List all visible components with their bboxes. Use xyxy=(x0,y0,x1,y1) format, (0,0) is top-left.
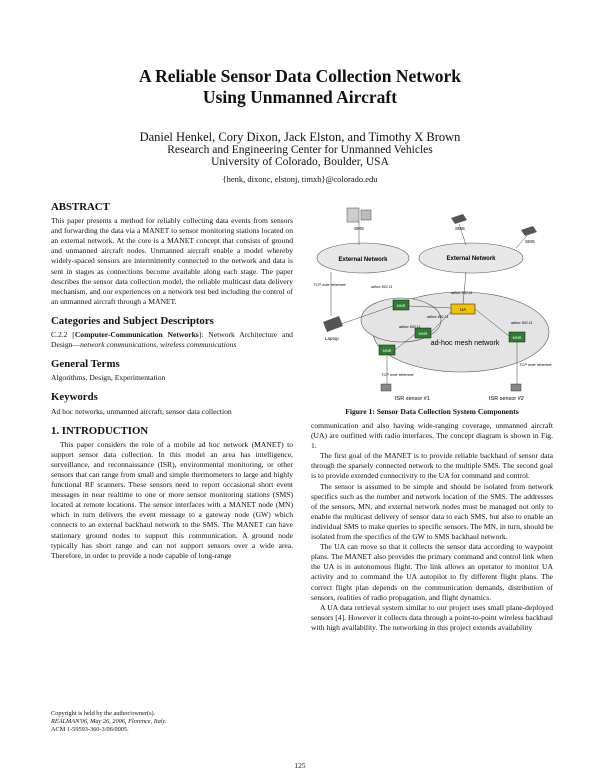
paper-title: A Reliable Sensor Data Collection Networ… xyxy=(0,66,600,108)
general-terms-heading: General Terms xyxy=(51,358,120,371)
right-paragraph-2: The first goal of the MANET is to provid… xyxy=(311,451,553,481)
copyright-footnote: Copyright is held by the author/owner(s)… xyxy=(51,710,293,734)
link-label-4: adhoc 802.11 xyxy=(451,291,473,295)
sms-label-right: SMS xyxy=(455,226,465,231)
right-paragraph-1: communication and also having wide-rangi… xyxy=(311,421,553,451)
mnr-box-2: MNR xyxy=(414,327,432,339)
author-names: Daniel Henkel, Cory Dixon, Jack Elston, … xyxy=(139,130,461,144)
categories-heading: Categories and Subject Descriptors xyxy=(51,314,214,327)
right-paragraph-4: The UA can move so that it collects the … xyxy=(311,542,553,602)
keywords-text: Ad hoc networks, unmanned aircraft, sens… xyxy=(51,406,232,416)
mnr-label-4: MNR xyxy=(513,336,522,340)
network-links xyxy=(330,271,518,385)
sms-laptop-right: SMS xyxy=(451,214,467,231)
system-diagram-figure: External Network External Network ad-hoc… xyxy=(313,207,552,402)
isr-sensor-2: ISR sensor #2 xyxy=(489,383,524,402)
ccs-italic: network communications, wireless communi… xyxy=(80,340,237,350)
adhoc-mesh-label: ad-hoc mesh network xyxy=(431,338,500,347)
footnote-line-1: Copyright is held by the author/owner(s)… xyxy=(51,710,156,717)
footnote-line-3: ACM 1-59593-360-3/06/0005. xyxy=(51,726,129,733)
ccs-code: C.2.2 [ xyxy=(51,330,75,340)
figure-caption: Figure 1: Sensor Data Collection System … xyxy=(345,407,519,416)
right-column: communication and also having wide-rangi… xyxy=(311,421,553,633)
external-network-left: External Network xyxy=(316,242,410,274)
isr-sensor-1: ISR sensor #1 xyxy=(380,383,430,402)
external-network-left-label: External Network xyxy=(338,257,388,263)
left-column: ABSTRACT This paper presents a method fo… xyxy=(51,202,293,561)
tcp-label-bottom: TCP over ethernet xyxy=(381,372,414,377)
general-terms-text: Algorithms, Design, Experimentation xyxy=(51,373,166,383)
affiliation-line-2: University of Colorado, Boulder, USA xyxy=(211,156,389,168)
right-paragraph-5: A UA data retrieval system similar to ou… xyxy=(311,602,553,632)
author-emails: {henk, dixonc, elstonj, timxb}@colorado.… xyxy=(222,173,378,184)
mnr-label-2: MNR xyxy=(419,332,428,336)
link-label-3: adhoc 802.11 xyxy=(427,315,449,319)
mnr-label-3: MNR xyxy=(397,304,406,308)
ua-node: UA xyxy=(450,303,476,315)
external-network-right-label: External Network xyxy=(446,256,496,262)
sms-label-far-right: SMS xyxy=(525,239,535,244)
laptop-label: Laptop xyxy=(325,336,339,341)
keywords-heading: Keywords xyxy=(51,391,98,404)
ccs-mid: ]: Network Architecture and Design— xyxy=(51,330,293,350)
abstract-text: This paper presents a method for reliabl… xyxy=(51,216,293,306)
link-label-5: adhoc 802.11 xyxy=(511,321,533,325)
abstract-heading: ABSTRACT xyxy=(51,201,110,213)
link-label-2: adhoc 802.11 xyxy=(399,325,421,329)
ccs-bold: Computer-Communication Networks xyxy=(74,330,199,340)
page-number: 125 xyxy=(294,761,306,770)
isr-sensor-1-label: ISR sensor #1 xyxy=(395,396,430,402)
isr-sensor-2-label: ISR sensor #2 xyxy=(489,396,524,402)
affiliation-line-1: Research and Engineering Center for Unma… xyxy=(167,143,433,156)
mnr-box-4: MNR xyxy=(508,331,526,343)
title-line-1: A Reliable Sensor Data Collection Networ… xyxy=(139,66,461,86)
introduction-heading: 1. INTRODUCTION xyxy=(51,424,149,437)
title-line-2: Using Unmanned Aircraft xyxy=(202,87,398,107)
mnr-box-3: MNR xyxy=(392,299,410,311)
ua-label: UA xyxy=(460,307,466,312)
sms-laptop-far-right: SMS xyxy=(521,226,537,244)
footnote-line-2: REALMAN'06, May 26, 2006, Florence, Ital… xyxy=(51,718,167,725)
tcp-label-left: TCP over ethernet xyxy=(313,282,346,287)
link-label-1: adhoc 802.11 xyxy=(371,285,393,289)
laptop-node: Laptop xyxy=(323,316,343,341)
author-block: Daniel Henkel, Cory Dixon, Jack Elston, … xyxy=(0,131,600,185)
introduction-text: This paper considers the role of a mobil… xyxy=(51,439,293,560)
categories-text: C.2.2 [Computer-Communication Networks]:… xyxy=(51,330,293,350)
right-paragraph-3: The sensor is assumed to be simple and s… xyxy=(311,481,553,542)
external-network-right: External Network xyxy=(418,242,524,274)
tcp-label-right: TCP over ethernet xyxy=(519,362,552,367)
mnr-label-1: MNR xyxy=(383,349,392,353)
mnr-box-1: MNR xyxy=(378,344,396,356)
